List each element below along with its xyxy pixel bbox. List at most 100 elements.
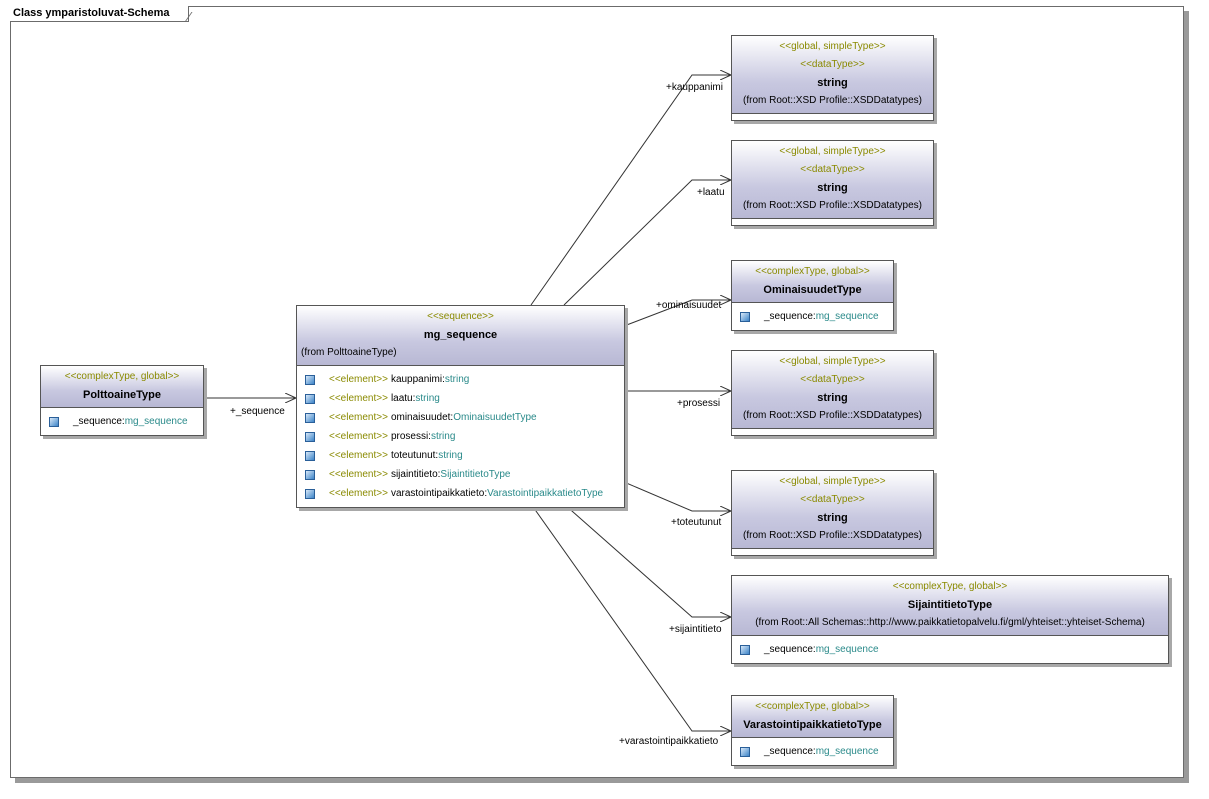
- class-origin: (from Root::XSD Profile::XSDDatatypes): [743, 200, 922, 211]
- class-attributes: [732, 549, 933, 555]
- class-header: <<complexType, global>> OminaisuudetType: [732, 261, 893, 303]
- stereotype-label: <<complexType, global>>: [64, 371, 180, 382]
- class-mg-sequence[interactable]: <<sequence>> mg_sequence (from Polttoain…: [296, 305, 625, 508]
- attribute-row[interactable]: _sequence: mg_sequence: [736, 640, 1164, 659]
- role-label-varastointipaikkatieto: +varastointipaikkatieto: [619, 736, 719, 747]
- attribute-name: _sequence:: [73, 416, 125, 427]
- role-label-sequence: +_sequence: [230, 406, 285, 417]
- attribute-name: ominaisuudet:: [390, 412, 454, 423]
- attribute-stereotype: <<element>>: [329, 488, 388, 499]
- class-attributes: [732, 114, 933, 120]
- attribute-name: kauppanimi:: [390, 374, 445, 385]
- class-varastointipaikkatietotype[interactable]: <<complexType, global>> Varastointipaikk…: [731, 695, 894, 766]
- class-name: VarastointipaikkatietoType: [743, 719, 882, 731]
- attribute-type: mg_sequence: [815, 746, 879, 757]
- attribute-type: SijaintitietoType: [440, 469, 511, 480]
- class-attributes: <<element>>kauppanimi:string<<element>>l…: [297, 366, 624, 507]
- stereotype-label: <<dataType>>: [800, 374, 865, 385]
- stereotype-label: <<dataType>>: [800, 59, 865, 70]
- class-header: <<global, simpleType>> <<dataType>> stri…: [732, 471, 933, 549]
- attribute-name: prosessi:: [390, 431, 431, 442]
- attribute-icon: [305, 431, 315, 442]
- class-header: <<complexType, global>> SijaintitietoTyp…: [732, 576, 1168, 636]
- role-label-sijaintitieto: +sijaintitieto: [669, 624, 722, 635]
- attribute-row[interactable]: <<element>>ominaisuudet:OminaisuudetType: [301, 408, 620, 427]
- attribute-name: laatu:: [390, 393, 416, 404]
- attribute-icon: [740, 311, 750, 322]
- attribute-row[interactable]: <<element>>varastointipaikkatieto:Varast…: [301, 484, 620, 503]
- class-origin: (from PolttoaineType): [301, 347, 397, 358]
- attribute-name: _sequence:: [764, 644, 816, 655]
- attribute-row[interactable]: <<element>>prosessi:string: [301, 427, 620, 446]
- stereotype-label: <<global, simpleType>>: [779, 356, 886, 367]
- class-header: <<global, simpleType>> <<dataType>> stri…: [732, 141, 933, 219]
- class-attributes: _sequence: mg_sequence: [732, 636, 1168, 663]
- assoc-laatu: [563, 180, 731, 306]
- attribute-icon: [305, 469, 315, 480]
- class-name: OminaisuudetType: [763, 284, 862, 296]
- stereotype-label: <<global, simpleType>>: [779, 41, 886, 52]
- attribute-stereotype: <<element>>: [329, 469, 388, 480]
- class-attributes: _sequence: mg_sequence: [732, 303, 893, 330]
- assoc-varastointipaikkatieto: [530, 503, 731, 731]
- class-attributes: _sequence: mg_sequence: [732, 738, 893, 765]
- class-header: <<global, simpleType>> <<dataType>> stri…: [732, 36, 933, 114]
- class-name: string: [817, 512, 848, 524]
- attribute-row[interactable]: _sequence: mg_sequence: [45, 412, 199, 431]
- role-label-laatu: +laatu: [697, 187, 725, 198]
- assoc-sijaintitieto: [563, 503, 731, 617]
- role-label-ominaisuudet: +ominaisuudet: [656, 300, 722, 311]
- attribute-icon: [305, 374, 315, 385]
- class-name: PolttoaineType: [82, 389, 162, 401]
- role-label-kauppanimi: +kauppanimi: [666, 82, 723, 93]
- class-origin: (from Root::All Schemas::http://www.paik…: [755, 617, 1145, 628]
- attribute-type: mg_sequence: [815, 644, 879, 655]
- attribute-type: string: [430, 431, 456, 442]
- class-origin: (from Root::XSD Profile::XSDDatatypes): [743, 410, 922, 421]
- attribute-row[interactable]: <<element>>sijaintitieto:SijaintitietoTy…: [301, 465, 620, 484]
- class-ominaisuudettype[interactable]: <<complexType, global>> OminaisuudetType…: [731, 260, 894, 331]
- attribute-name: _sequence:: [764, 746, 816, 757]
- attribute-type: string: [444, 374, 470, 385]
- stereotype-label: <<complexType, global>>: [755, 701, 870, 712]
- attribute-row[interactable]: <<element>>laatu:string: [301, 389, 620, 408]
- attribute-stereotype: <<element>>: [329, 431, 388, 442]
- attribute-stereotype: <<element>>: [329, 374, 388, 385]
- class-attributes: [732, 219, 933, 225]
- attribute-row[interactable]: _sequence: mg_sequence: [736, 742, 889, 761]
- attribute-type: mg_sequence: [815, 311, 879, 322]
- stereotype-label: <<global, simpleType>>: [779, 146, 886, 157]
- class-string-2[interactable]: <<global, simpleType>> <<dataType>> stri…: [731, 140, 934, 226]
- class-string-1[interactable]: <<global, simpleType>> <<dataType>> stri…: [731, 35, 934, 121]
- attribute-type: OminaisuudetType: [453, 412, 537, 423]
- class-header: <<global, simpleType>> <<dataType>> stri…: [732, 351, 933, 429]
- attribute-row[interactable]: <<element>>kauppanimi:string: [301, 370, 620, 389]
- attribute-type: VarastointipaikkatietoType: [487, 488, 604, 499]
- attribute-icon: [305, 450, 315, 461]
- attribute-stereotype: <<element>>: [329, 412, 388, 423]
- assoc-kauppanimi: [530, 75, 731, 306]
- attribute-row[interactable]: _sequence: mg_sequence: [736, 307, 889, 326]
- role-label-prosessi: +prosessi: [677, 398, 721, 409]
- class-origin: (from Root::XSD Profile::XSDDatatypes): [743, 95, 922, 106]
- class-name: mg_sequence: [423, 329, 498, 341]
- attribute-icon: [305, 488, 315, 499]
- stereotype-label: <<dataType>>: [800, 164, 865, 175]
- class-string-3[interactable]: <<global, simpleType>> <<dataType>> stri…: [731, 350, 934, 436]
- class-sijaintitietotype[interactable]: <<complexType, global>> SijaintitietoTyp…: [731, 575, 1169, 664]
- class-polttoainetype[interactable]: <<complexType, global>> PolttoaineType _…: [40, 365, 204, 436]
- attribute-stereotype: <<element>>: [329, 393, 388, 404]
- class-string-4[interactable]: <<global, simpleType>> <<dataType>> stri…: [731, 470, 934, 556]
- class-header: <<sequence>> mg_sequence (from Polttoain…: [297, 306, 624, 366]
- diagram-title: Class ymparistoluvat-Schema: [10, 6, 189, 22]
- attribute-type: string: [415, 393, 440, 404]
- class-attributes: [732, 429, 933, 435]
- attribute-icon: [305, 412, 315, 423]
- attribute-icon: [49, 416, 59, 427]
- class-origin: (from Root::XSD Profile::XSDDatatypes): [743, 530, 922, 541]
- stereotype-label: <<complexType, global>>: [892, 581, 1008, 592]
- attribute-row[interactable]: <<element>>toteutunut:string: [301, 446, 620, 465]
- attribute-name: varastointipaikkatieto:: [390, 488, 488, 499]
- assoc-ominaisuudet: [623, 300, 731, 327]
